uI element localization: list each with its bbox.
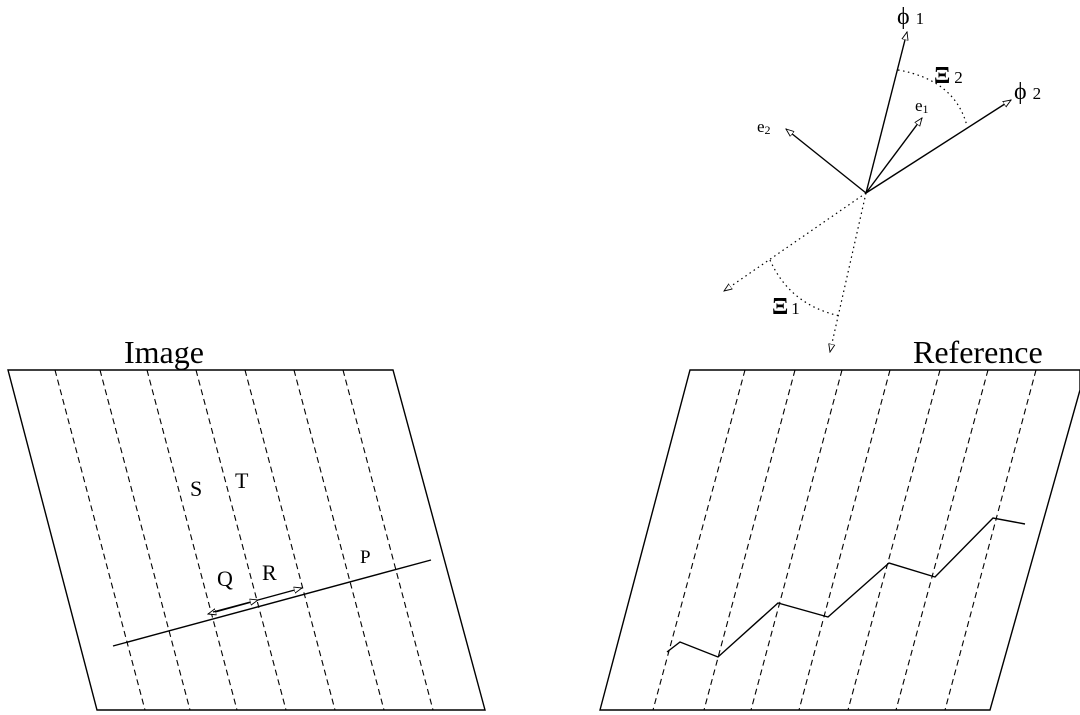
phi2-dotted-extension (724, 192, 867, 291)
step-arrows (208, 588, 302, 614)
phi2-axis (865, 100, 1011, 194)
e1-axis (865, 118, 922, 194)
label-q: Q (217, 566, 233, 591)
label-t: T (235, 468, 249, 493)
reference-parallelogram (599, 369, 1080, 711)
e2-axis (786, 129, 867, 194)
label-s: S (190, 476, 202, 501)
image-panel: Image S T Q R P (7, 334, 486, 711)
e1-label: e1 (915, 96, 929, 116)
reference-dashed-lines (652, 369, 1037, 711)
image-panel-title: Image (124, 334, 204, 370)
xi2-arc (897, 69, 968, 127)
reference-panel: Reference (599, 334, 1080, 711)
reference-zigzag (666, 517, 1026, 658)
label-r: R (262, 560, 277, 585)
xi1-arc (769, 259, 841, 317)
label-p: P (360, 547, 371, 568)
e2-label: e2 (757, 117, 771, 137)
sample-line (112, 559, 432, 647)
phi1-axis (865, 32, 907, 194)
image-dashed-lines (54, 369, 434, 711)
phi1-dotted-extension (830, 192, 867, 352)
reference-panel-title: Reference (913, 334, 1043, 370)
image-parallelogram (7, 369, 486, 711)
